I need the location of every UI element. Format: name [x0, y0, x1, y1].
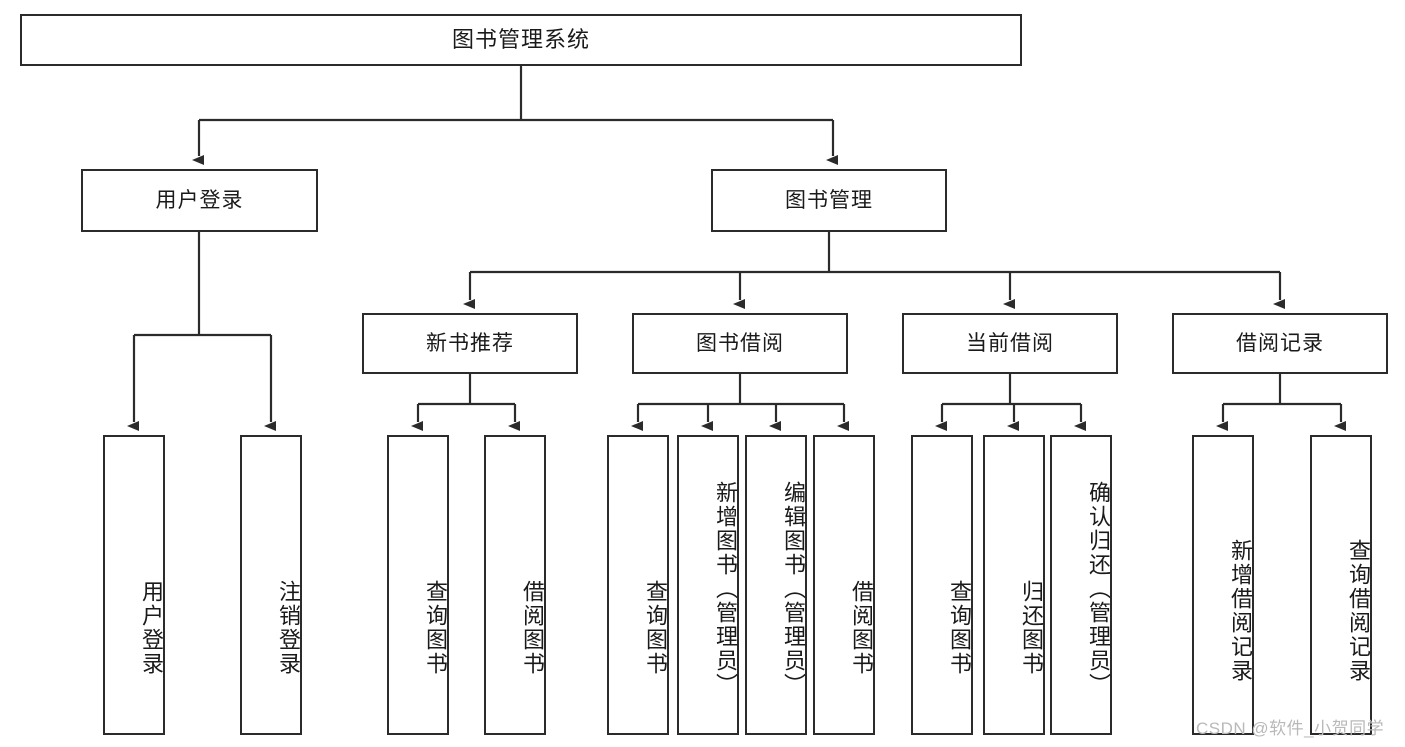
- node-leaf-borrow-book-1[interactable]: 借阅图书: [484, 435, 546, 735]
- node-book-management[interactable]: 图书管理: [711, 169, 947, 232]
- node-leaf-edit-book-label: 编辑图书（管理员）: [781, 481, 806, 697]
- node-leaf-query-book-2-label: 查询图书: [643, 580, 668, 676]
- node-leaf-query-book-1[interactable]: 查询图书: [387, 435, 449, 735]
- node-root[interactable]: 图书管理系统: [20, 14, 1022, 66]
- node-leaf-user-login-label: 用户登录: [139, 580, 164, 676]
- node-leaf-edit-book[interactable]: 编辑图书（管理员）: [745, 435, 807, 735]
- node-new-book-recommend-label: 新书推荐: [426, 331, 514, 355]
- node-leaf-return-book-label: 归还图书: [1019, 580, 1044, 676]
- node-borrow-record-label: 借阅记录: [1236, 331, 1324, 355]
- node-book-borrow-label: 图书借阅: [696, 331, 784, 355]
- node-leaf-query-record-label: 查询借阅记录: [1346, 539, 1371, 683]
- node-book-management-label: 图书管理: [785, 188, 873, 212]
- node-leaf-query-book-3[interactable]: 查询图书: [911, 435, 973, 735]
- node-leaf-query-book-2[interactable]: 查询图书: [607, 435, 669, 735]
- node-current-borrow-label: 当前借阅: [966, 331, 1054, 355]
- node-leaf-borrow-book-1-label: 借阅图书: [520, 580, 545, 676]
- node-leaf-borrow-book-2-label: 借阅图书: [849, 580, 874, 676]
- node-leaf-logout-label: 注销登录: [276, 580, 301, 676]
- node-leaf-add-record-label: 新增借阅记录: [1228, 539, 1253, 683]
- node-root-label: 图书管理系统: [451, 26, 590, 52]
- csdn-watermark: CSDN @软件_小贺同学: [1196, 719, 1385, 738]
- node-new-book-recommend[interactable]: 新书推荐: [362, 313, 578, 374]
- node-user-login[interactable]: 用户登录: [81, 169, 318, 232]
- node-leaf-query-book-1-label: 查询图书: [423, 580, 448, 676]
- node-leaf-user-login[interactable]: 用户登录: [103, 435, 165, 735]
- node-leaf-add-record[interactable]: 新增借阅记录: [1192, 435, 1254, 735]
- node-leaf-add-book-label: 新增图书（管理员）: [713, 481, 738, 697]
- node-borrow-record[interactable]: 借阅记录: [1172, 313, 1388, 374]
- node-leaf-logout[interactable]: 注销登录: [240, 435, 302, 735]
- node-leaf-confirm-return-label: 确认归还（管理员）: [1086, 481, 1111, 697]
- node-leaf-confirm-return[interactable]: 确认归还（管理员）: [1050, 435, 1112, 735]
- node-current-borrow[interactable]: 当前借阅: [902, 313, 1118, 374]
- node-leaf-borrow-book-2[interactable]: 借阅图书: [813, 435, 875, 735]
- node-leaf-query-record[interactable]: 查询借阅记录: [1310, 435, 1372, 735]
- node-leaf-return-book[interactable]: 归还图书: [983, 435, 1045, 735]
- node-leaf-add-book[interactable]: 新增图书（管理员）: [677, 435, 739, 735]
- node-leaf-query-book-3-label: 查询图书: [947, 580, 972, 676]
- node-user-login-label: 用户登录: [155, 188, 244, 212]
- node-book-borrow[interactable]: 图书借阅: [632, 313, 848, 374]
